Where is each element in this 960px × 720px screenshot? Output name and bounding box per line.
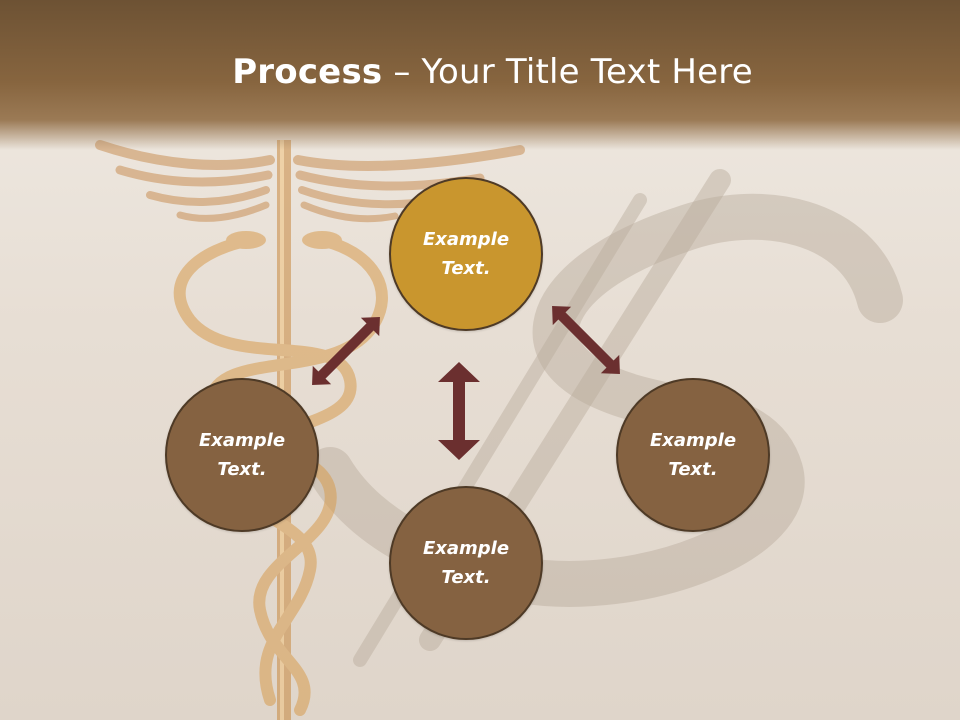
- process-node-bottom-label: Example Text.: [422, 538, 510, 588]
- process-node-top-label: Example Text.: [422, 229, 510, 279]
- process-node-left-label: Example Text.: [198, 430, 286, 480]
- arrow-top-right: [552, 306, 620, 374]
- title-bar: [0, 0, 960, 150]
- arrow-vertical: [438, 362, 480, 460]
- process-node-right[interactable]: Example Text.: [616, 378, 770, 532]
- slide-title: Process – Your Title Text Here: [0, 52, 960, 92]
- process-node-left[interactable]: Example Text.: [165, 378, 319, 532]
- process-node-bottom[interactable]: Example Text.: [389, 486, 543, 640]
- process-node-right-label: Example Text.: [649, 430, 737, 480]
- process-node-top[interactable]: Example Text.: [389, 177, 543, 331]
- title-bold-part: Process: [232, 52, 383, 92]
- arrow-group: [312, 306, 620, 460]
- arrow-top-left: [312, 317, 380, 385]
- title-regular-part: – Your Title Text Here: [382, 52, 753, 92]
